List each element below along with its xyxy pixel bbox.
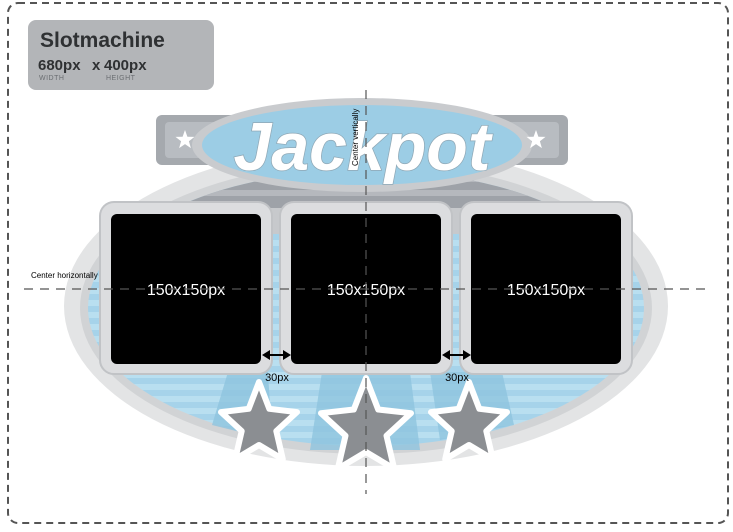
- reel-screen: [471, 214, 621, 364]
- arrow-left-icon: [442, 350, 450, 360]
- reel-3: 150x150px: [459, 201, 633, 375]
- info-height-value: 400px: [104, 57, 147, 74]
- reel-size-label: 150x150px: [507, 282, 585, 299]
- info-width-value: 680px: [38, 57, 81, 74]
- gap-label: 30px: [265, 372, 289, 384]
- arrow-right-icon: [283, 350, 291, 360]
- jackpot-title: Jackpot: [234, 109, 493, 185]
- star-icon: [175, 130, 195, 149]
- gap-marker-left: 30px: [262, 350, 291, 384]
- canvas-border: [7, 2, 729, 524]
- star-icon: [526, 130, 546, 149]
- arrow-right-icon: [463, 350, 471, 360]
- arrow-left-icon: [262, 350, 270, 360]
- vertical-guide-label: Center vertically: [351, 109, 360, 166]
- info-title: Slotmachine: [40, 29, 165, 52]
- reel-1: 150x150px: [99, 201, 273, 375]
- info-times-sign: x: [92, 57, 101, 74]
- gap-marker-right: 30px: [442, 350, 471, 384]
- bottom-star-icon: [318, 375, 414, 472]
- sign-oval: [202, 105, 522, 185]
- gap-label: 30px: [445, 372, 469, 384]
- reel-size-label: 150x150px: [147, 282, 225, 299]
- bottom-star-icon: [428, 379, 510, 463]
- info-badge-background: [28, 20, 214, 90]
- horizontal-guide-label: Center horizontally: [31, 271, 98, 280]
- jackpot-sign: Jackpot: [156, 98, 568, 192]
- info-height-caption: HEIGHT: [106, 75, 136, 82]
- info-badge: Slotmachine 680px x 400px WIDTH HEIGHT: [28, 20, 214, 90]
- info-width-caption: WIDTH: [39, 75, 64, 82]
- bottom-star-icon: [218, 379, 300, 463]
